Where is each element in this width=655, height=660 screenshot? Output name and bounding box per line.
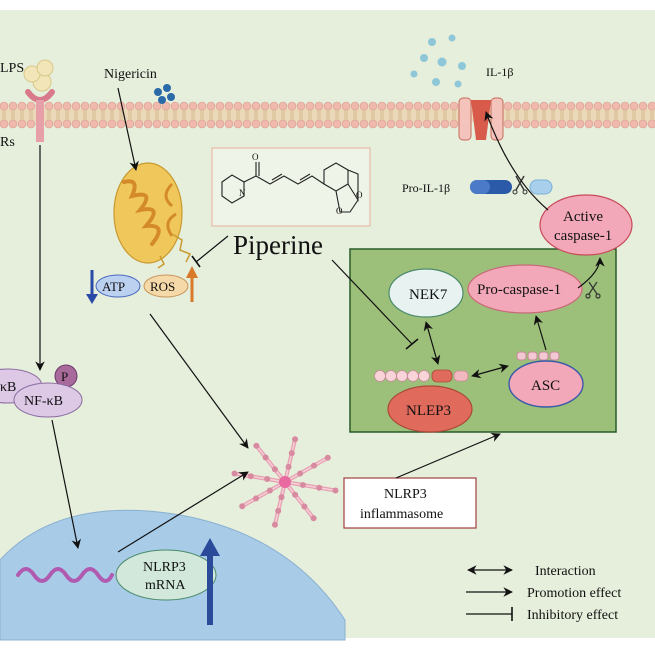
pro-caspase-node [467,264,583,314]
svg-text:O: O [356,190,363,200]
mrna-label-2: mRNA [145,578,186,593]
asc-pins [516,351,560,361]
mrna-to-inflammasome-arrow [117,471,249,553]
asc-to-procaspase-arrow [533,315,547,351]
ros-oval [143,274,189,298]
nlrp3-asc-interaction [471,363,509,379]
mrna-label-1: NLRP3 [143,560,186,575]
scissors-icon [585,281,601,299]
legend-promotion-label: Promotion effect [527,586,621,601]
lps-label: LPS [0,61,24,76]
cell-membrane [0,101,655,129]
legend [466,565,513,621]
pro-il1b-cleavage-icon [470,175,553,195]
atp-oval [95,274,141,298]
pro-caspase-label: Pro-caspase-1 [477,282,561,298]
nigericin-label: Nigericin [104,67,157,82]
nfkb-to-mrna-arrow [51,419,81,549]
pro-il1b-label: Pro-IL-1β [402,181,450,195]
nek7-label: NEK7 [409,287,448,303]
svg-text:O: O [336,206,343,216]
piperine-inhibit-nlrp3 [331,259,413,345]
phospho-label: P [61,369,68,384]
procasp-to-active-arrow [577,257,605,289]
nlep3-label: NLEP3 [406,403,451,419]
nigericin-to-mito-arrow [117,87,139,171]
channel-pore-icon [458,97,504,141]
mrna-wave-icon [16,567,114,583]
svg-text:O: O [252,152,259,162]
asc-node [508,360,584,408]
legend-inhibitory-label: Inhibitory effect [527,608,618,623]
nfkb-node [13,382,83,418]
piperine-structure-icon: O N O O [211,147,371,227]
atp-label: ATP [102,279,125,294]
nfkb-label: NF-κB [24,394,63,409]
nlrp3-bead-chain [374,369,469,383]
ros-label: ROS [150,279,175,294]
nigericin-dots-icon [154,84,175,104]
inflammasome-label-2: inflammasome [360,507,443,522]
piperine-label: Piperine [233,230,323,260]
mitochondrion-icon [113,162,192,269]
asc-label: ASC [531,378,560,394]
caspase-to-il1b-arrow [484,111,549,211]
il1b-label: IL-1β [486,65,513,79]
piperine-inhibit-mito [195,235,229,263]
lps-receptor-icon [23,59,55,142]
nlep3-node [387,385,473,433]
mito-to-inflammasome-arrow [149,313,249,449]
legend-interaction-label: Interaction [535,564,596,579]
label-to-complex-arrow [395,432,501,479]
nek7-node [388,268,464,318]
ikb-label: κB [0,380,16,395]
il1b-particles [410,34,466,88]
mrna-oval [115,549,217,601]
active-caspase-label-2: caspase-1 [554,228,612,244]
inflammasome-star-icon [231,436,339,528]
active-caspase-label-1: Active [563,209,603,225]
tlrs-label: Rs [0,135,15,150]
active-caspase-node [539,194,633,256]
nek7-nlrp3-interaction [423,321,441,365]
inflammasome-label-1: NLRP3 [384,487,427,502]
inflammasome-label-box [343,477,477,529]
svg-text:N: N [239,188,246,198]
